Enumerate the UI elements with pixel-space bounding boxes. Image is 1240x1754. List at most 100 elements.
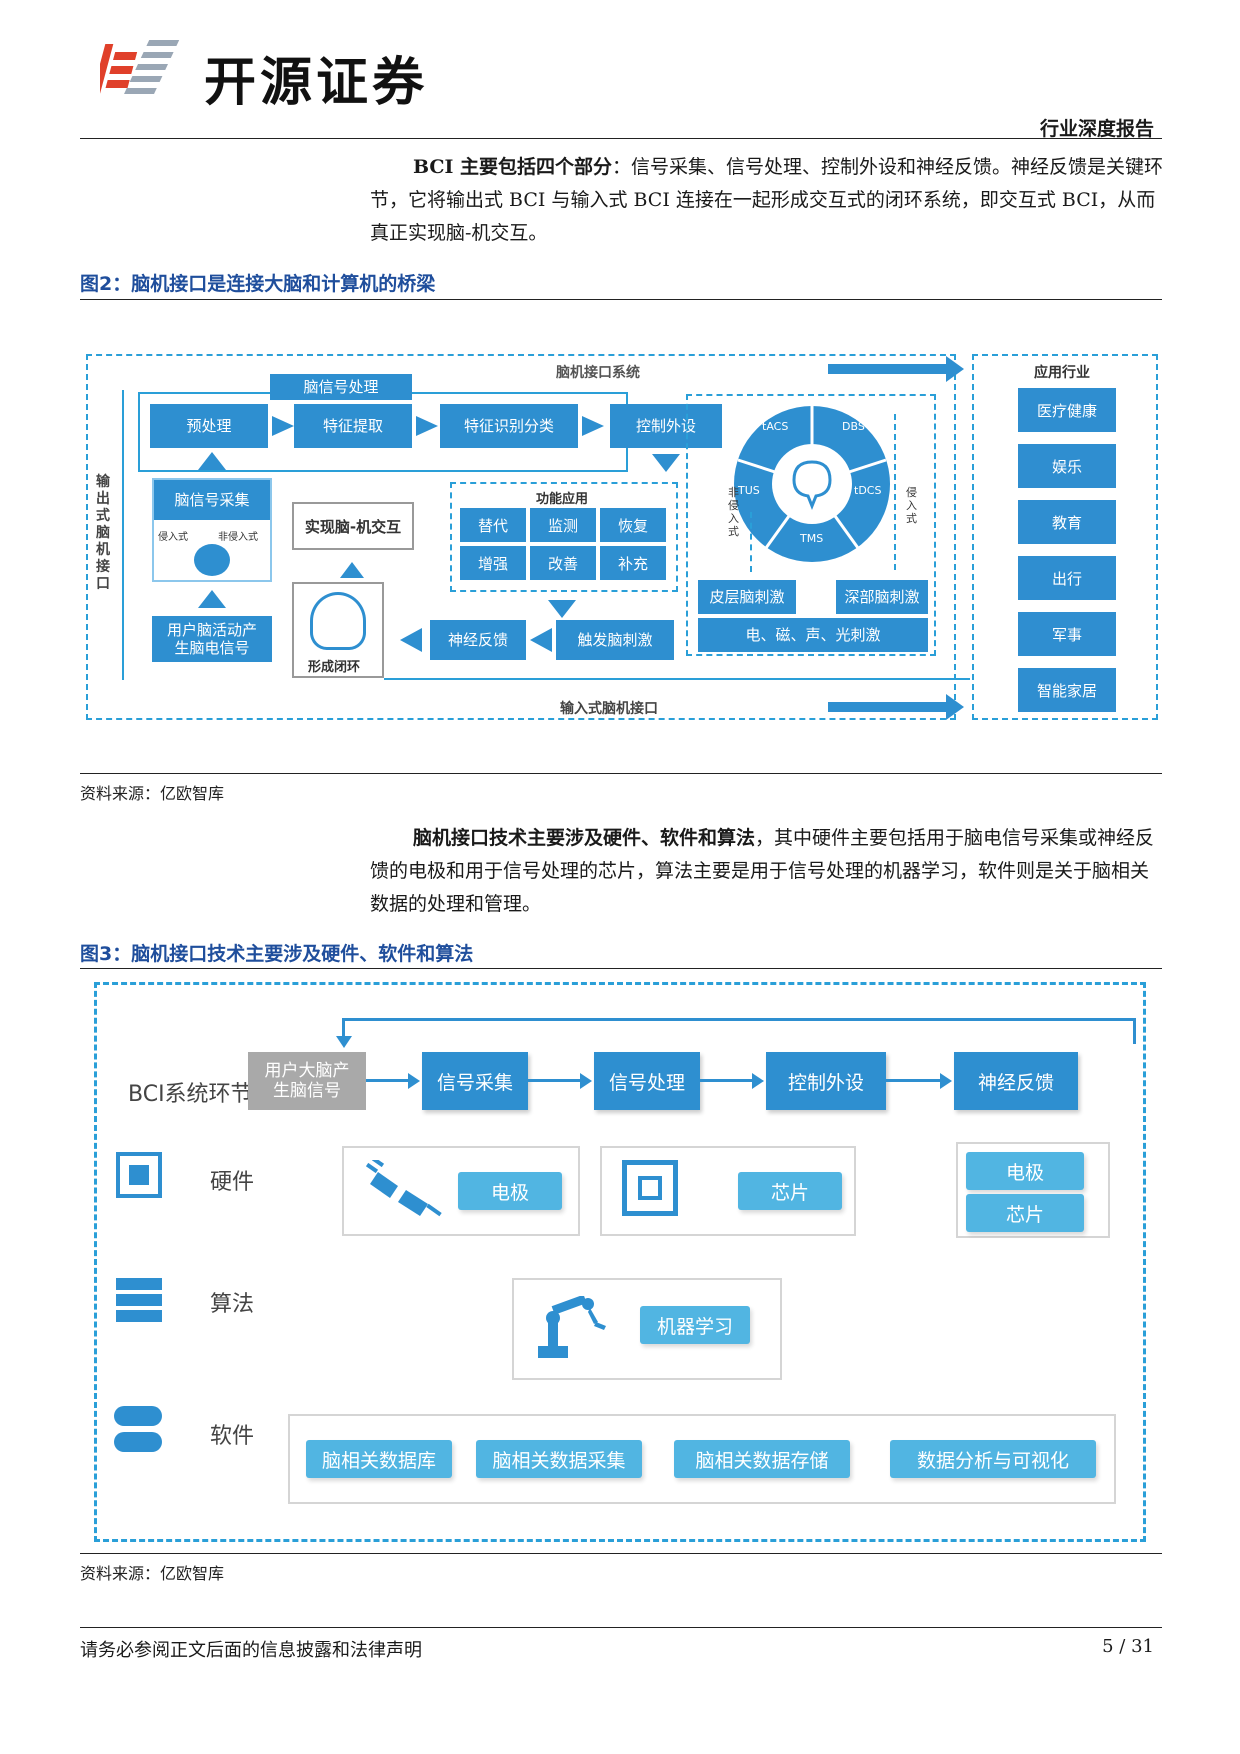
figure-3-title: 图3：脑机接口技术主要涉及硬件、软件和算法	[80, 943, 474, 965]
paragraph-tech: 脑机接口技术主要涉及硬件、软件和算法，其中硬件主要包括用于脑电信号采集或神经反馈…	[370, 822, 1164, 921]
function-supplement: 补充	[600, 546, 666, 580]
cortical-stim-box: 皮层脑刺激	[698, 580, 796, 614]
wheel-tacs: tACS	[762, 420, 789, 433]
logo-mark	[91, 34, 192, 106]
industry-entertainment: 娱乐	[1018, 444, 1116, 488]
fig2-bottom-rule	[80, 773, 1162, 774]
function-monitor: 监测	[530, 508, 596, 542]
arrow-up-icon	[198, 590, 226, 608]
arrow-up-icon	[198, 452, 226, 470]
brain-activity-box: 用户脑活动产生脑电信号	[152, 616, 272, 662]
system-title: 脑机接口系统	[556, 365, 640, 381]
report-type: 行业深度报告	[1039, 118, 1154, 140]
closed-loop-box	[292, 582, 384, 678]
fig3-source: 资料来源：亿欧智库	[80, 1564, 225, 1583]
output-bracket	[122, 390, 124, 680]
arrow-left-icon	[530, 628, 552, 652]
step-arrow-line	[886, 1079, 942, 1082]
para2-bold: 脑机接口技术主要涉及硬件、软件和算法	[413, 827, 756, 849]
closed-loop-label: 形成闭环	[308, 660, 361, 675]
alg-frame	[512, 1278, 782, 1380]
fig2-top-rule	[80, 299, 1162, 300]
arrow-right-icon	[946, 356, 964, 382]
step-arrow-line	[366, 1079, 410, 1082]
step-user-brain: 用户大脑产生脑信号	[248, 1052, 366, 1110]
footer-divider	[80, 1627, 1162, 1628]
sw-analysis-box: 数据分析与可视化	[890, 1440, 1096, 1478]
fig3-outer-box	[94, 982, 1146, 1542]
stimulation-wheel	[734, 406, 890, 562]
arrow-right-icon	[946, 694, 964, 720]
signal-acquire-header: 脑信号采集	[154, 480, 270, 520]
arrow-right-icon	[752, 1073, 764, 1089]
industry-smarthome: 智能家居	[1018, 668, 1116, 712]
step-arrow-line	[528, 1079, 582, 1082]
arrow-right-icon	[582, 416, 604, 436]
noninvasive-label: 非侵入式	[218, 532, 258, 543]
signal-processing-header: 脑信号处理	[270, 374, 412, 400]
feedback-return-line	[384, 678, 970, 680]
row-label-algorithm: 算法	[210, 1292, 255, 1317]
trigger-stim-box: 触发脑刺激	[556, 620, 674, 660]
loop-line-top	[342, 1018, 1136, 1021]
function-restore: 恢复	[600, 508, 666, 542]
figure-3-diagram: BCI系统环节 硬件 算法 软件 用户大脑产生脑信号 信号采集 信号处理 控制外…	[92, 980, 1148, 1546]
loop-line-right	[1133, 1018, 1136, 1044]
arrow-left-icon	[400, 628, 422, 652]
preprocess-box: 预处理	[150, 404, 268, 448]
step-arrow-line	[700, 1079, 754, 1082]
wheel-tms: TMS	[800, 532, 824, 545]
hw-feedback-frame	[956, 1142, 1110, 1238]
deep-stim-box: 深部脑刺激	[836, 580, 928, 614]
row-label-hardware: 硬件	[210, 1170, 255, 1195]
arrow-down-icon	[336, 1036, 352, 1048]
arrow-to-industry-top	[828, 364, 950, 374]
sw-acquire-box: 脑相关数据采集	[476, 1440, 642, 1478]
step-signal-acquire: 信号采集	[422, 1052, 528, 1110]
sw-frame	[288, 1414, 1116, 1504]
function-improve: 改善	[530, 546, 596, 580]
plug-icon	[364, 1156, 444, 1220]
hw-fb-chip-box: 芯片	[966, 1194, 1084, 1232]
arrow-down-icon	[652, 454, 680, 472]
step-control-device: 控制外设	[766, 1052, 886, 1110]
arrow-down-icon	[548, 600, 576, 618]
fig3-top-rule	[80, 968, 1162, 969]
arrow-right-icon	[580, 1073, 592, 1089]
arrow-right-icon	[272, 416, 294, 436]
figure-2-title: 图2：脑机接口是连接大脑和计算机的桥梁	[80, 273, 436, 295]
industry-group	[972, 354, 1158, 720]
invasive-label: 侵入式	[158, 532, 188, 543]
hw-fb-electrode-box: 电极	[966, 1152, 1084, 1190]
dashed-connector-right	[894, 414, 896, 570]
fig3-bottom-rule	[80, 1553, 1162, 1554]
feature-classify-box: 特征识别分类	[440, 404, 578, 448]
para1-bold: BCI 主要包括四个部分	[413, 156, 613, 178]
industry-military: 军事	[1018, 612, 1116, 656]
footer-disclaimer: 请务必参阅正文后面的信息披露和法律声明	[80, 1640, 422, 1661]
hw-electrode-box: 电极	[458, 1172, 562, 1210]
industry-title: 应用行业	[1034, 365, 1090, 381]
step-signal-process: 信号处理	[594, 1052, 700, 1110]
para1-text: ：信号采集、信号处理、控制外设和神经反馈。神经反馈是关键环节，它将输出式 BCI…	[370, 156, 1164, 244]
industry-healthcare: 医疗健康	[1018, 388, 1116, 432]
toggle-icon	[114, 1406, 162, 1454]
function-group	[450, 482, 678, 592]
paragraph-bci-parts: BCI 主要包括四个部分：信号采集、信号处理、控制外设和神经反馈。神经反馈是关键…	[370, 151, 1164, 250]
hw-chip-frame	[600, 1146, 856, 1236]
stimulation-group	[686, 394, 936, 656]
chip-icon	[116, 1152, 162, 1198]
alg-ml-box: 机器学习	[640, 1306, 750, 1344]
output-bci-label: 输出式脑机接口	[96, 474, 110, 592]
page-number: 5 / 31	[1102, 1636, 1154, 1657]
para2-text: ，其中硬件主要包括用于脑电信号采集或神经反馈的电极和用于信号处理的芯片，算法主要…	[370, 827, 1155, 915]
head-brain-icon	[310, 592, 366, 650]
function-replace: 替代	[460, 508, 526, 542]
hw-electrode-frame	[342, 1146, 580, 1236]
arrow-right-icon	[408, 1073, 420, 1089]
hw-chip-box: 芯片	[738, 1172, 842, 1210]
figure-2-diagram: 脑机接口系统 输出式脑机接口 脑信号处理 预处理 特征提取 特征识别分类 控制外…	[84, 352, 1160, 724]
arrow-up-icon	[340, 562, 364, 578]
row-label-bci: BCI系统环节	[128, 1082, 253, 1107]
row-label-software: 软件	[210, 1424, 255, 1449]
